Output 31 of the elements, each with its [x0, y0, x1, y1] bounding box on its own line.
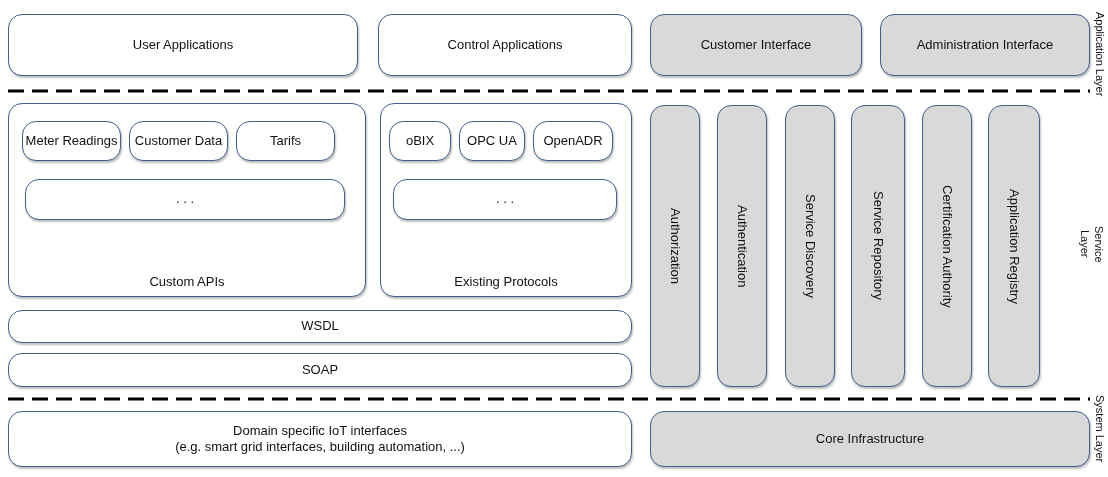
group-box [380, 103, 632, 297]
rounded-box: Application Registry [988, 105, 1040, 387]
rounded-box: Customer Interface [650, 14, 862, 76]
rounded-box: Meter Readings [22, 121, 121, 161]
rounded-box: Administration Interface [880, 14, 1090, 76]
layer-label: Service Layer [1078, 224, 1106, 265]
layer-label: System Layer [1093, 394, 1107, 465]
rounded-box: . . . [393, 179, 617, 220]
rounded-box: OPC UA [459, 121, 525, 161]
rounded-box: Tarifs [236, 121, 335, 161]
rounded-box: Authorization [650, 105, 700, 387]
group-title: Custom APIs [148, 273, 226, 290]
rounded-box: OpenADR [533, 121, 613, 161]
rounded-box: Authentication [717, 105, 767, 387]
rounded-box: Certification Authority [922, 105, 972, 387]
rounded-box: User Applications [8, 14, 358, 76]
rounded-box: WSDL [8, 310, 632, 343]
rounded-box: SOAP [8, 353, 632, 387]
rounded-box: . . . [25, 179, 345, 220]
rounded-box: Control Applications [378, 14, 632, 76]
box-text: Domain specific IoT interfaces [233, 422, 407, 439]
layer-label: Application Layer [1093, 10, 1107, 98]
rounded-box: oBIX [389, 121, 451, 161]
group-title: Existing Protocols [453, 273, 559, 290]
rounded-box [8, 411, 632, 467]
group-box [8, 103, 366, 297]
rounded-box: Service Repository [851, 105, 905, 387]
box-text: (e.g. smart grid interfaces, building automation, ...) [175, 439, 465, 456]
rounded-box: Service Discovery [785, 105, 835, 387]
rounded-box: Core Infrastructure [650, 411, 1090, 467]
rounded-box: Customer Data [129, 121, 228, 161]
